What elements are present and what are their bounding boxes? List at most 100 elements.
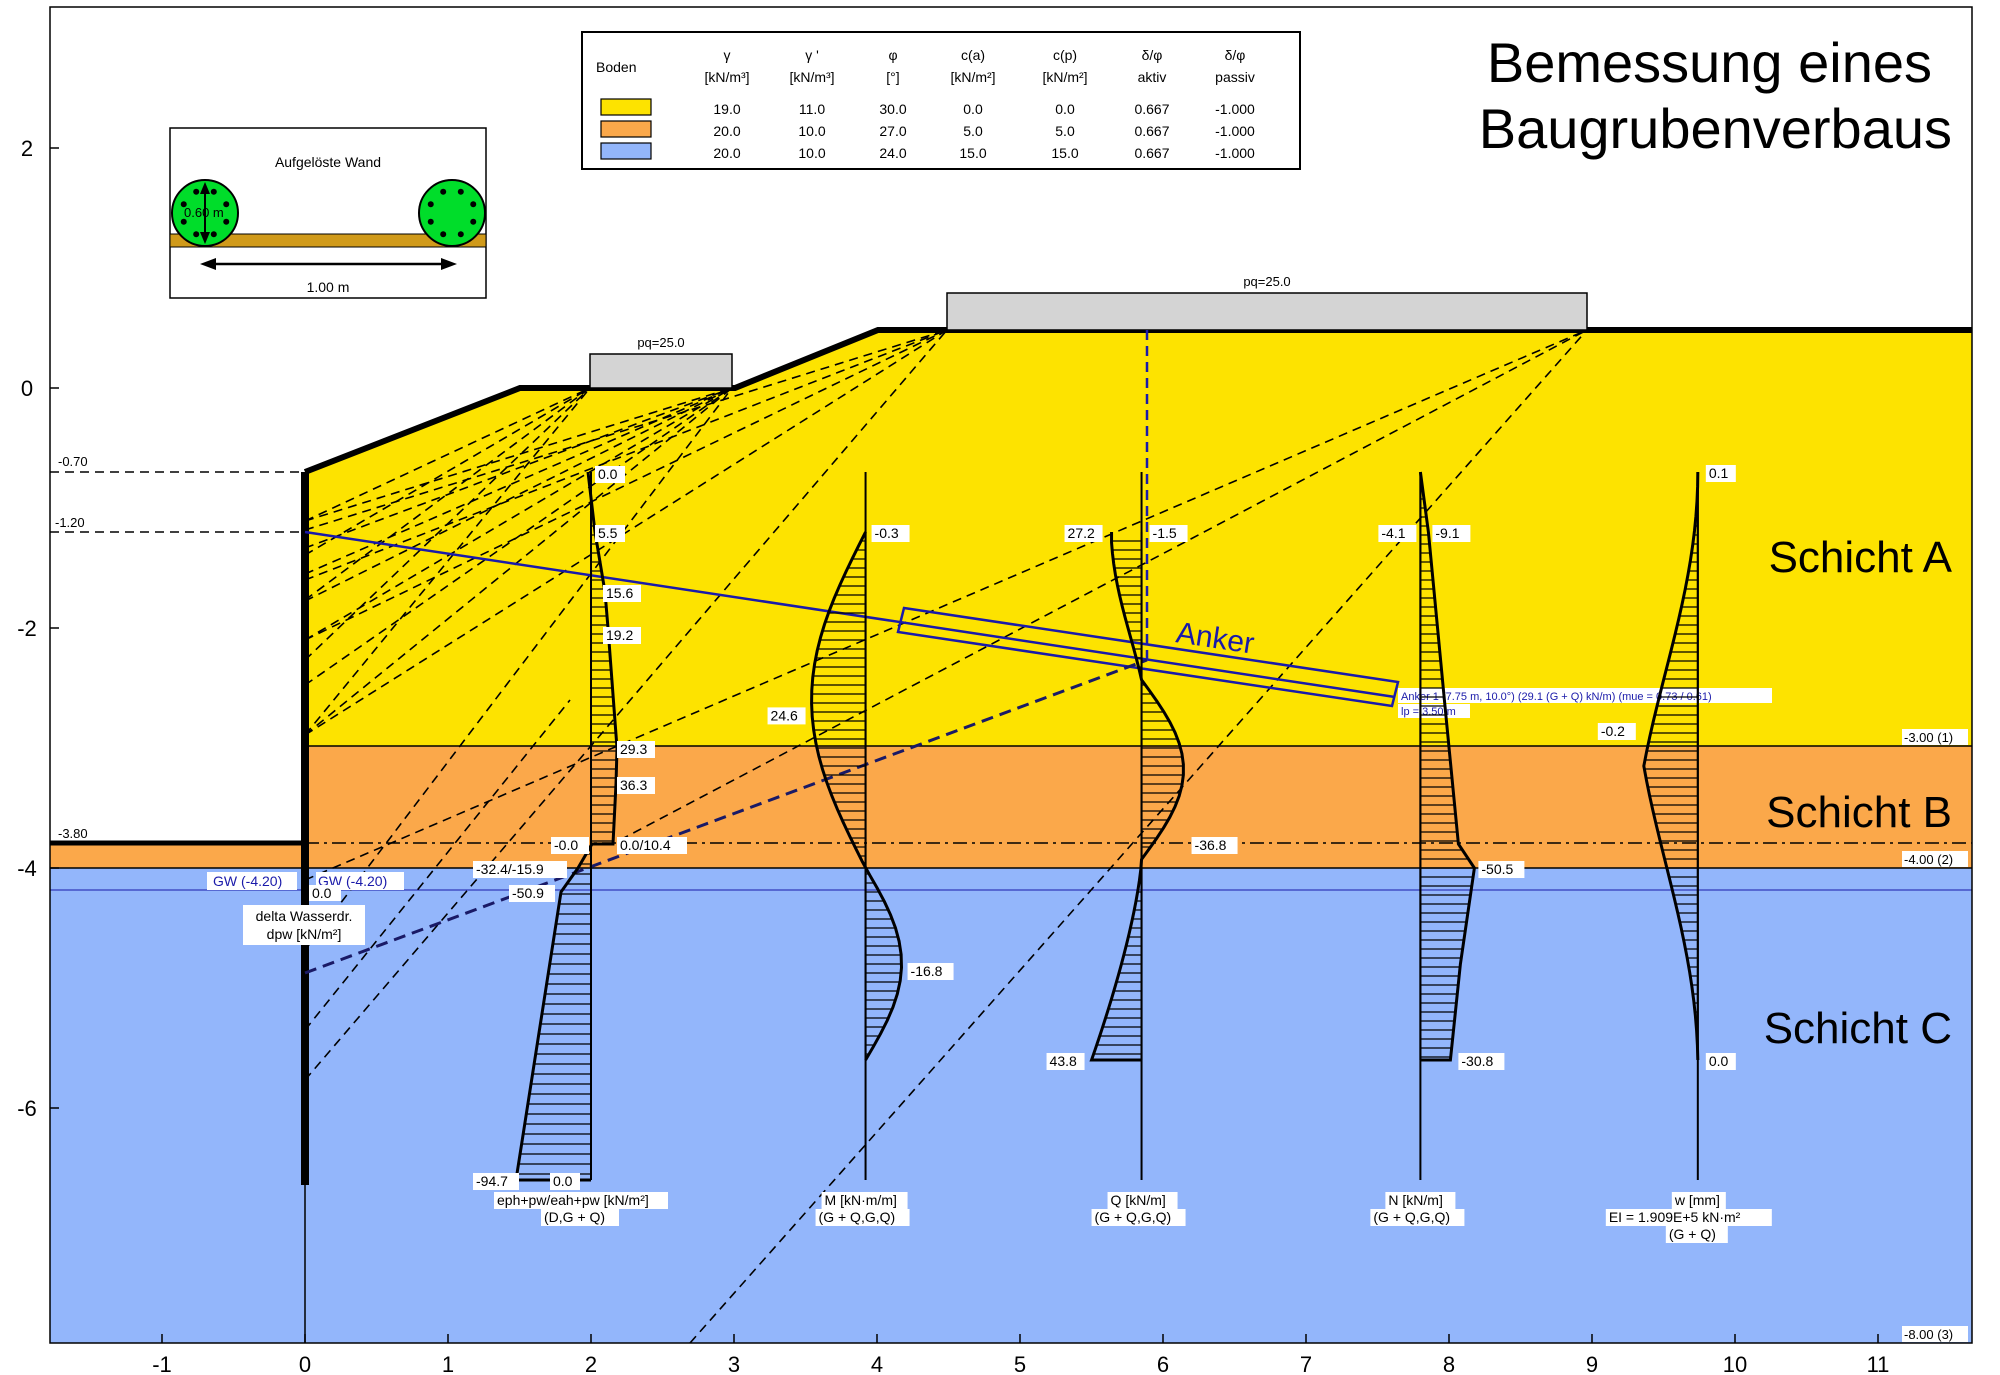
n-value-0-box [1378, 525, 1417, 542]
n-value-3: -30.8 [1461, 1053, 1493, 1069]
w-case-box [1665, 1226, 1728, 1243]
wall-sketch-spacing-arrowhead-right [441, 258, 457, 270]
ep-value-7: 0.0/10.4 [620, 837, 671, 853]
ep-value-9-box [509, 885, 555, 902]
q-value-1-box [1149, 525, 1188, 542]
wall-sketch-slab [169, 233, 487, 248]
soil-table-cell-1-6: -1.000 [1215, 123, 1255, 139]
ep-value-0: 0.0 [598, 466, 618, 482]
w-value-2-box [1705, 1053, 1736, 1070]
rebar-dot [180, 218, 187, 225]
n-value-2: -50.5 [1481, 861, 1513, 877]
anchor-dashed-diagonal [304, 658, 1148, 975]
soil-table-cell-0-0: 19.0 [713, 101, 740, 117]
x-tick-label-0: -1 [152, 1352, 172, 1375]
ep-value-1-box [595, 525, 625, 542]
level-label-0: -0.70 [58, 454, 88, 469]
w-stiffness-box [1605, 1209, 1772, 1226]
soil-table-header-6-a: δ/φ [1142, 47, 1163, 63]
q-value-0-box [1064, 525, 1103, 542]
rebar-dot [223, 201, 230, 208]
rebar-dot [193, 188, 200, 195]
layer-b-bottom-box [1902, 851, 1968, 867]
layer-c-bottom-box [1902, 1326, 1968, 1342]
ep-value-5-box [617, 777, 655, 794]
gw-label-1: GW (-4.20) [213, 873, 282, 889]
n-value-1: -9.1 [1435, 525, 1459, 541]
surcharge-load-1 [589, 353, 733, 389]
layer-a-bottom-box [1902, 729, 1968, 745]
x-tick-label-12: 11 [1867, 1352, 1890, 1375]
ep-value-9: -50.9 [512, 885, 544, 901]
n-case: (G + Q,G,Q) [1373, 1209, 1450, 1225]
layer-c-name: Schicht C [1764, 1004, 1952, 1053]
rebar-dot [210, 231, 217, 238]
layer-b-fill-left [50, 843, 305, 868]
soil-parameter-table: Boden γ[kN/m³]γ '[kN/m³]φ[°]c(a)[kN/m²]c… [581, 31, 1301, 170]
soil-table-cell-2-4: 15.0 [1051, 145, 1078, 161]
soil-table-header-boden: Boden [596, 59, 636, 75]
m-value-0-box [871, 525, 910, 542]
ep-value-4: 29.3 [620, 741, 647, 757]
anchor-free-length [304, 530, 1396, 699]
q-value-3: 43.8 [1050, 1053, 1077, 1069]
m-case: (G + Q,G,Q) [819, 1209, 896, 1225]
ep-case: (D,G + Q) [544, 1209, 605, 1225]
ep-value-8: -32.4/-15.9 [476, 861, 544, 877]
x-tick-label-10: 9 [1586, 1352, 1598, 1375]
w-value-0: 0.1 [1709, 465, 1729, 481]
gw-label-box-1 [207, 872, 297, 890]
soil-table-header-3-b: [°] [886, 69, 899, 85]
soil-table-header-7-a: δ/φ [1225, 47, 1246, 63]
layer-c-bottom: -8.00 (3) [1904, 1327, 1953, 1342]
soil-table-cell-0-6: -1.000 [1215, 101, 1255, 117]
wall-sketch: Aufgelöste Wand 0.60 m 1.00 m [169, 127, 487, 299]
q-name: Q [kN/m] [1111, 1192, 1166, 1208]
soil-table-cell-2-5: 0.667 [1134, 145, 1169, 161]
plot-frame [49, 6, 1973, 1344]
layer-b-bottom: -4.00 (2) [1904, 852, 1953, 867]
m-value-2-box [907, 963, 954, 980]
y-tick-label-3: -4 [17, 856, 37, 881]
ep-value-2: 15.6 [606, 585, 633, 601]
w-name-box [1671, 1192, 1726, 1209]
soil-table-cell-1-2: 27.0 [879, 123, 906, 139]
rebar-dot [427, 218, 434, 225]
title-line-1: Bemessung eines [1487, 31, 1932, 94]
ep-name: eph+pw/eah+pw [kN/m²] [497, 1192, 649, 1208]
soil-table-swatch-0 [600, 98, 652, 116]
y-tick-label-4: -6 [17, 1096, 37, 1121]
n-value-1-box [1432, 525, 1471, 542]
wall-sketch-diameter: 0.60 m [184, 205, 224, 220]
anchor-lp: lp = 3.50 m [1401, 706, 1456, 718]
rebar-dot [440, 231, 447, 238]
soil-table-cell-1-4: 5.0 [1055, 123, 1075, 139]
x-tick-label-8: 7 [1300, 1352, 1312, 1375]
ep-value-1: 5.5 [598, 525, 618, 541]
x-tick-label-5: 4 [871, 1352, 883, 1375]
rebar-dot [223, 218, 230, 225]
soil-table-cell-2-3: 15.0 [959, 145, 986, 161]
x-tick-label-6: 5 [1014, 1352, 1026, 1375]
level-label-1: -1.20 [55, 515, 85, 530]
ep-value-3: 19.2 [606, 627, 633, 643]
soil-table-cell-0-1: 11.0 [799, 101, 825, 117]
surcharge-load-2-label: pq=25.0 [1243, 274, 1290, 289]
w-stiffness: EI = 1.909E+5 kN·m² [1609, 1209, 1741, 1225]
rebar-dot [427, 201, 434, 208]
n-value-2-box [1478, 861, 1525, 878]
anchor-info: Anker 1 (7.75 m, 10.0°) (29.1 (G + Q) kN… [1401, 691, 1712, 703]
x-tick-label-2: 1 [442, 1352, 454, 1375]
anchor-grout-body [896, 606, 1400, 708]
wall-sketch-diameter-arrowhead-bottom [200, 232, 210, 244]
soil-table-swatch-1 [600, 120, 652, 138]
y-tick-label-2: -2 [17, 616, 37, 641]
soil-table-header-2-a: γ ' [805, 47, 819, 63]
ep-value-8-box [473, 861, 567, 878]
wall-sketch-spacing-arrowhead-left [200, 258, 216, 270]
q-value-0: 27.2 [1068, 525, 1095, 541]
ep-value-5: 36.3 [620, 777, 647, 793]
q-value-3-box [1046, 1053, 1085, 1070]
